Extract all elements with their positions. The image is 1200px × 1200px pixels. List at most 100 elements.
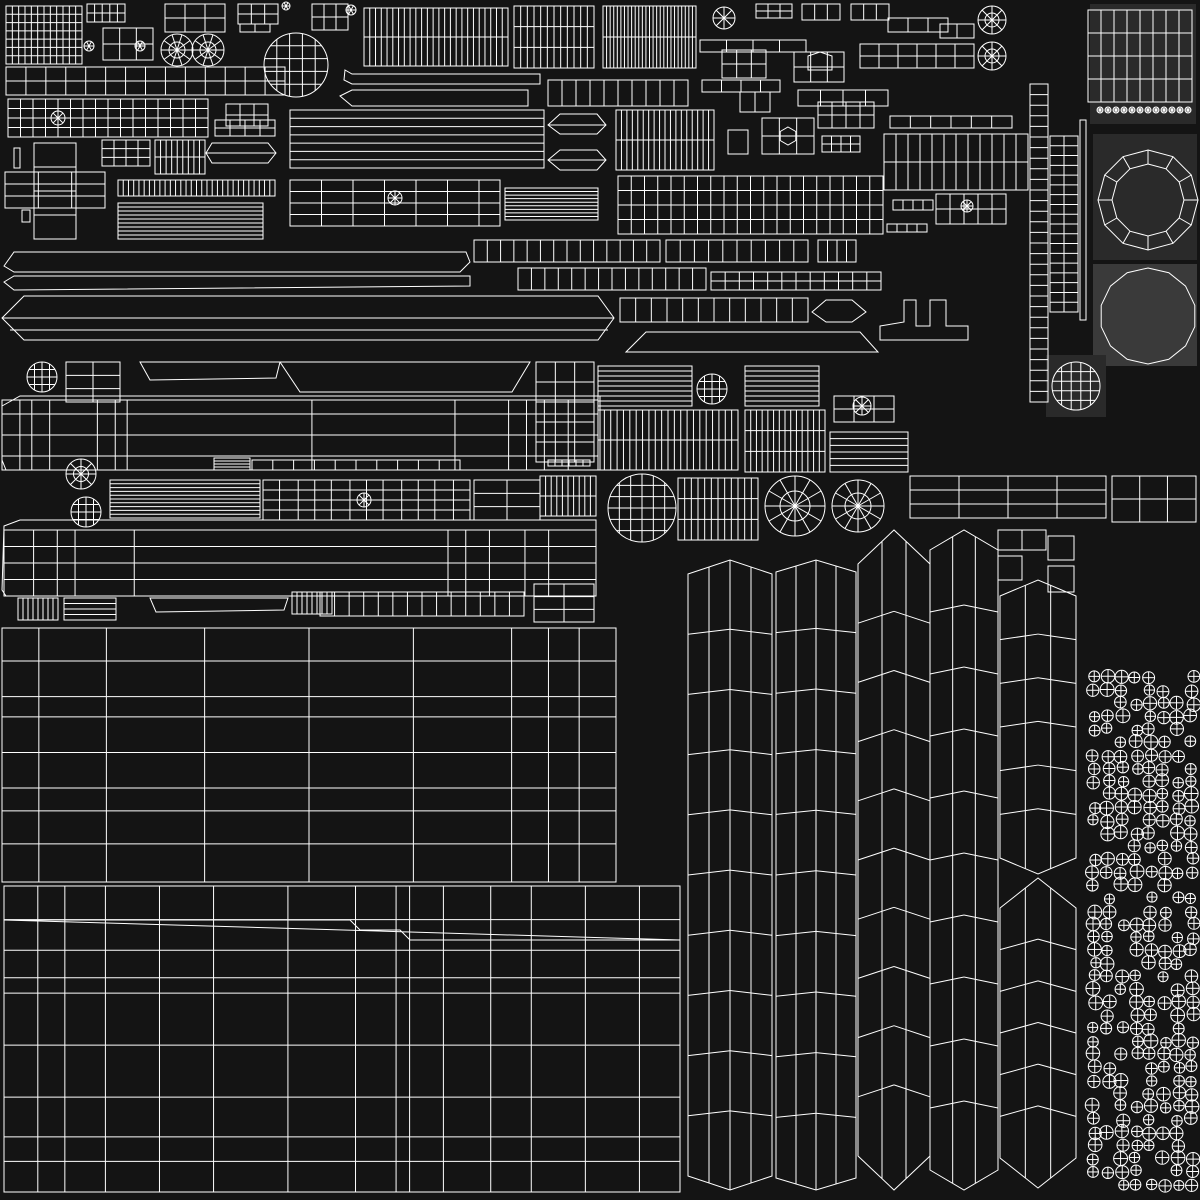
disc-island	[764, 475, 826, 537]
island-outline	[801, 3, 841, 21]
bolt-island	[1100, 1009, 1114, 1023]
bolt-island	[1159, 1102, 1172, 1114]
island-edge	[962, 201, 968, 207]
bolt-island	[1100, 969, 1113, 983]
bolt-island	[1115, 708, 1131, 724]
disc-island	[1112, 106, 1120, 114]
bolt-island	[1129, 1178, 1142, 1191]
bolt-island	[1184, 1099, 1200, 1114]
bolt-island	[1088, 969, 1101, 981]
bolt-island	[1185, 1178, 1199, 1192]
bolt-island	[1143, 800, 1157, 815]
island-edge	[857, 505, 872, 529]
grid-island	[533, 583, 595, 623]
ngon-island	[779, 126, 797, 146]
bolt-island	[1158, 735, 1171, 749]
island-edge	[815, 749, 857, 755]
island-edge	[1178, 217, 1192, 226]
island-edge	[139, 45, 143, 51]
island-edge	[1155, 107, 1158, 111]
bolt-island	[1089, 711, 1101, 723]
grid-island	[1049, 135, 1079, 313]
bolt-island	[1131, 1035, 1144, 1048]
island-edge	[139, 41, 143, 47]
bolt-island	[1146, 1075, 1158, 1087]
island-edge	[929, 976, 965, 985]
bolt-island	[1187, 932, 1200, 946]
bolt-island	[1183, 1111, 1198, 1125]
bolt-island	[1118, 919, 1130, 932]
bolt-island	[1157, 851, 1172, 866]
bolt-island	[1130, 698, 1143, 712]
island-edge	[963, 914, 999, 923]
grid-island	[214, 119, 276, 137]
island-edge	[857, 729, 895, 743]
bolt-island	[1183, 786, 1199, 801]
grid-island	[829, 431, 909, 473]
bolt-island	[1142, 671, 1156, 685]
bolt-island	[1184, 815, 1196, 827]
chevron-strip-island	[929, 529, 999, 1191]
bolt-island	[1143, 684, 1156, 696]
grid-island	[5, 66, 286, 96]
island-edge	[729, 749, 773, 756]
grid-island	[65, 361, 121, 403]
poly-island	[811, 299, 867, 323]
island-edge	[963, 1100, 999, 1109]
poly-island	[149, 597, 289, 613]
bolt-island	[1146, 891, 1158, 903]
island-edge	[1187, 107, 1190, 111]
bolt-island	[1170, 1164, 1183, 1177]
bolt-island	[1173, 1075, 1185, 1087]
bolt-island	[1186, 1006, 1200, 1022]
island-edge	[1104, 217, 1118, 226]
grid-island	[619, 297, 809, 323]
bolt-island	[1144, 842, 1156, 854]
bolt-island	[1127, 877, 1143, 893]
island-edge	[389, 197, 396, 204]
grid-island	[117, 179, 276, 197]
bolt-island	[1157, 1046, 1171, 1061]
island-edge	[1037, 764, 1077, 772]
grid-island	[517, 267, 707, 291]
island-edge	[207, 40, 222, 51]
bolt-island	[1087, 904, 1103, 920]
island-edge	[999, 764, 1039, 772]
bolt-island	[1142, 1046, 1156, 1060]
grid-island	[889, 115, 1013, 129]
bolt-island	[1144, 710, 1157, 723]
island-outline	[1051, 361, 1101, 411]
bolt-island	[1184, 684, 1199, 699]
bolt-island	[1142, 813, 1156, 827]
island-edge	[966, 205, 972, 211]
bolt-island	[1142, 1126, 1156, 1141]
island-edge	[70, 473, 82, 485]
bolt-island	[1131, 749, 1145, 763]
island-edge	[844, 505, 859, 529]
grid-island	[164, 3, 226, 33]
island-edge	[137, 41, 141, 47]
island-edge	[687, 990, 731, 996]
grid-island	[513, 5, 595, 69]
island-edge	[348, 9, 352, 15]
island-edge	[857, 966, 895, 979]
disc-island	[852, 396, 872, 416]
grid-island	[817, 239, 857, 263]
grid-island	[597, 409, 739, 471]
grid-island	[997, 529, 1047, 551]
bolt-island	[1100, 668, 1116, 684]
island-edge	[794, 490, 822, 507]
island-edge	[963, 1038, 999, 1047]
island-edge	[729, 869, 773, 876]
bolt-island	[1186, 851, 1200, 865]
bolt-island	[1172, 1022, 1185, 1035]
island-edge	[893, 610, 931, 624]
island-edge	[1037, 1063, 1077, 1076]
bolt-island	[1171, 867, 1184, 880]
bolt-island	[1100, 851, 1115, 866]
bolt-island	[1115, 1165, 1130, 1180]
bolt-island	[1114, 684, 1128, 697]
bolt-island	[1130, 1100, 1144, 1114]
